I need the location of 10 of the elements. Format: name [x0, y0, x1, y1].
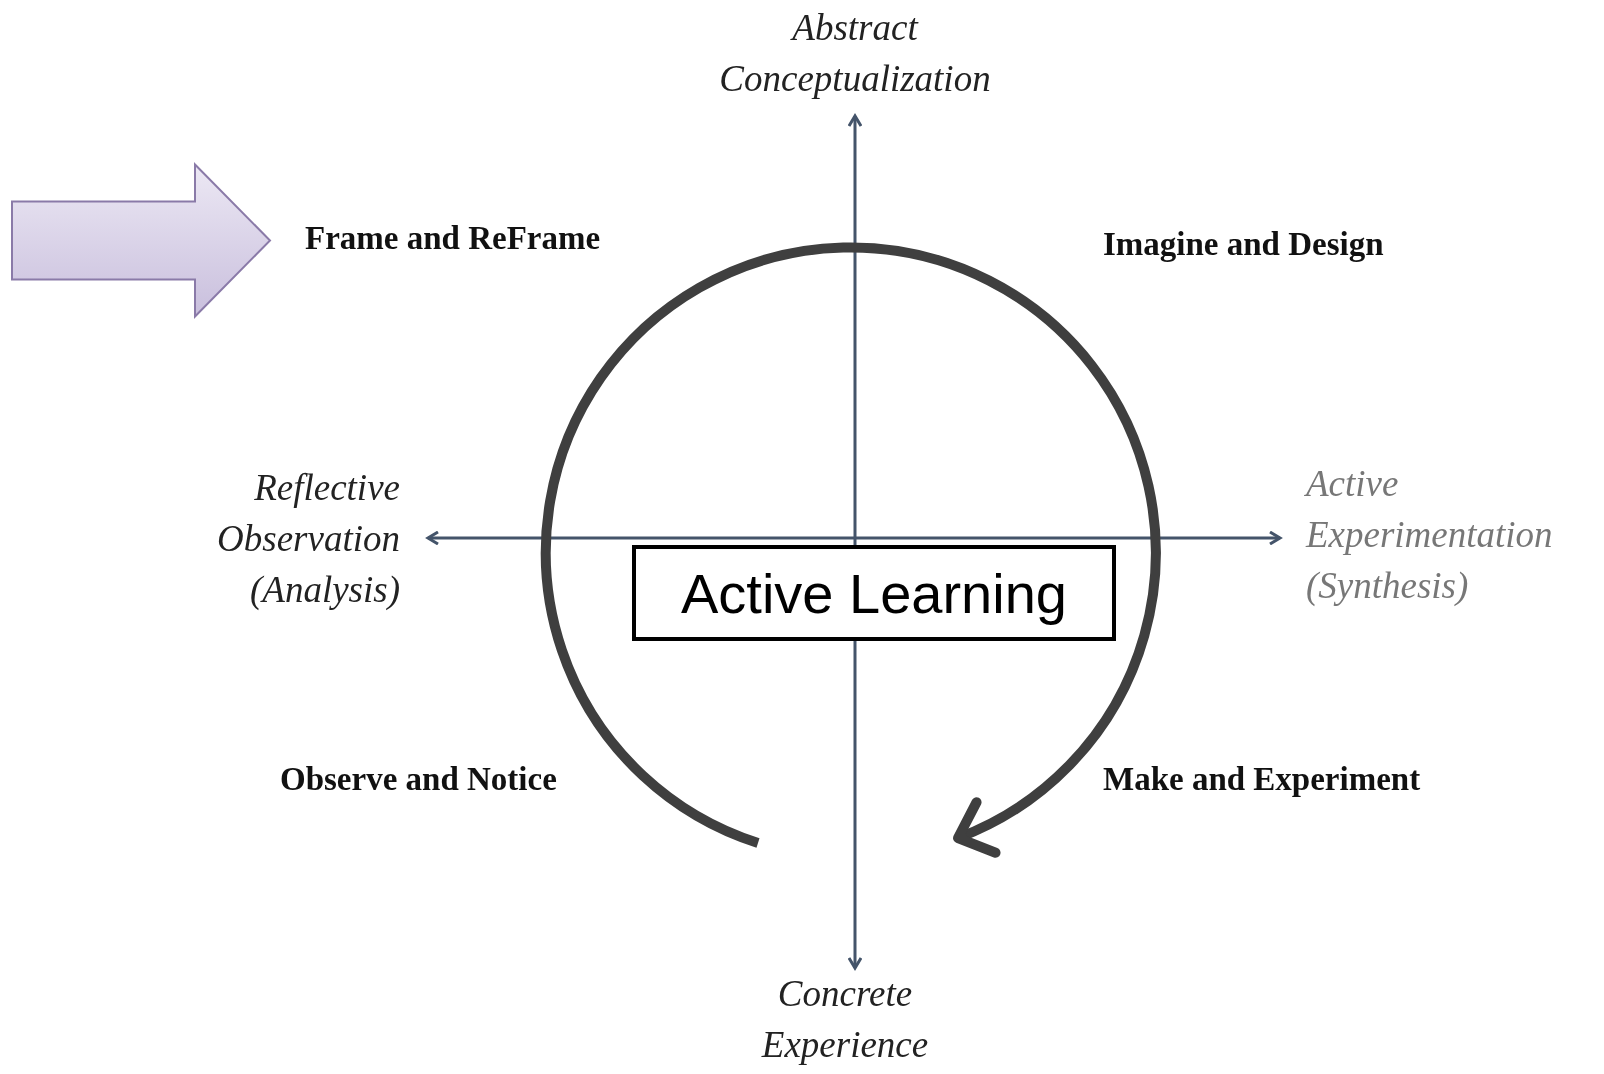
axis-label: Concrete Experience [760, 972, 930, 1068]
axis-label: Active Experimentation (Synthesis) [1306, 462, 1554, 609]
stage-label: Make and Experiment [1103, 760, 1421, 799]
stage-label: Frame and ReFrame [305, 220, 601, 257]
stage-label: Imagine and Design [1103, 225, 1384, 264]
axis-label: Reflective Observation (Analysis) [216, 466, 400, 613]
title-box: Active Learning [632, 545, 1116, 641]
stage-label: Observe and Notice [280, 760, 557, 799]
block-arrow [11, 162, 272, 319]
axis-label: Abstract Conceptualization [718, 6, 992, 102]
